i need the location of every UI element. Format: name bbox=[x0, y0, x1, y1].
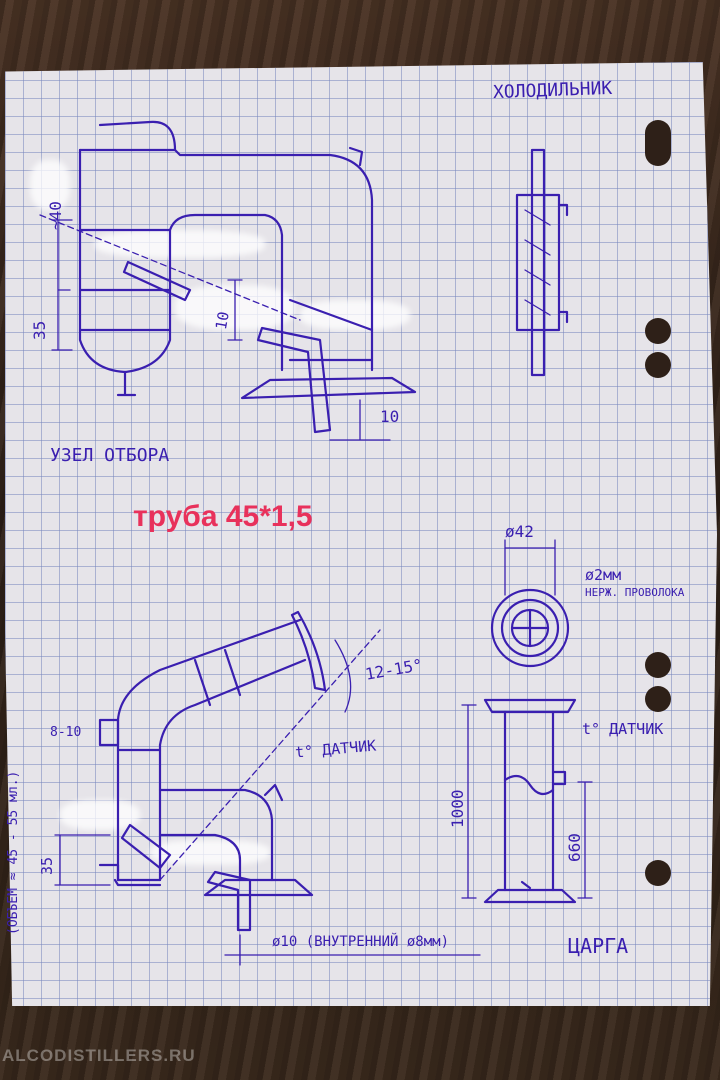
dimension-660-label: 660 bbox=[565, 833, 584, 862]
binder-hole bbox=[645, 652, 671, 678]
binder-hole bbox=[645, 318, 671, 344]
binder-hole bbox=[645, 120, 671, 166]
dimension-40-label: ~40 bbox=[46, 201, 65, 230]
sensor-right-label: t° ДАТЧИК bbox=[582, 720, 664, 738]
dimension-35-top-label: 35 bbox=[30, 320, 49, 340]
pipe-spec-title: труба 45*1,5 bbox=[133, 500, 313, 533]
volume-note: (ОБЪЕМ ≈ 45 - 55 мл.) bbox=[6, 770, 21, 935]
dimension-35-bottom-label: 35 bbox=[38, 856, 56, 875]
binder-hole bbox=[645, 860, 671, 886]
wire-diameter-label: ø2мм bbox=[585, 566, 622, 584]
column-label: ЦАРГА bbox=[568, 934, 629, 958]
binder-hole bbox=[645, 352, 671, 378]
correction-smear bbox=[300, 300, 410, 330]
takeoff-unit-label: УЗЕЛ ОТБОРА bbox=[50, 445, 170, 466]
condenser-label: ХОЛОДИЛЬНИК bbox=[492, 77, 613, 104]
condenser-drawing bbox=[515, 148, 569, 377]
correction-smear bbox=[60, 800, 140, 830]
diameter-10-label: ø10 (ВНУТРЕННИЙ ø8мм) bbox=[272, 934, 450, 950]
column-head-drawing bbox=[54, 610, 481, 966]
dimension-8-10-label: 8-10 bbox=[50, 725, 82, 740]
dimension-10-top-label: 10 bbox=[212, 310, 233, 332]
correction-smear bbox=[30, 160, 70, 210]
binder-hole bbox=[645, 686, 671, 712]
diameter-42-label: ø42 bbox=[505, 522, 534, 541]
column-section-drawing bbox=[461, 539, 593, 904]
graph-paper-sheet bbox=[5, 62, 717, 1006]
watermark: ALCODISTILLERS.RU bbox=[2, 1046, 196, 1065]
dimension-1000-label: 1000 bbox=[448, 789, 467, 828]
takeoff-unit-drawing bbox=[39, 120, 417, 441]
correction-smear bbox=[95, 230, 265, 258]
dimension-10-label: 10 bbox=[380, 407, 400, 426]
wire-material-label: НЕРЖ. ПРОВОЛОКА bbox=[585, 586, 685, 599]
correction-smear bbox=[150, 840, 270, 865]
